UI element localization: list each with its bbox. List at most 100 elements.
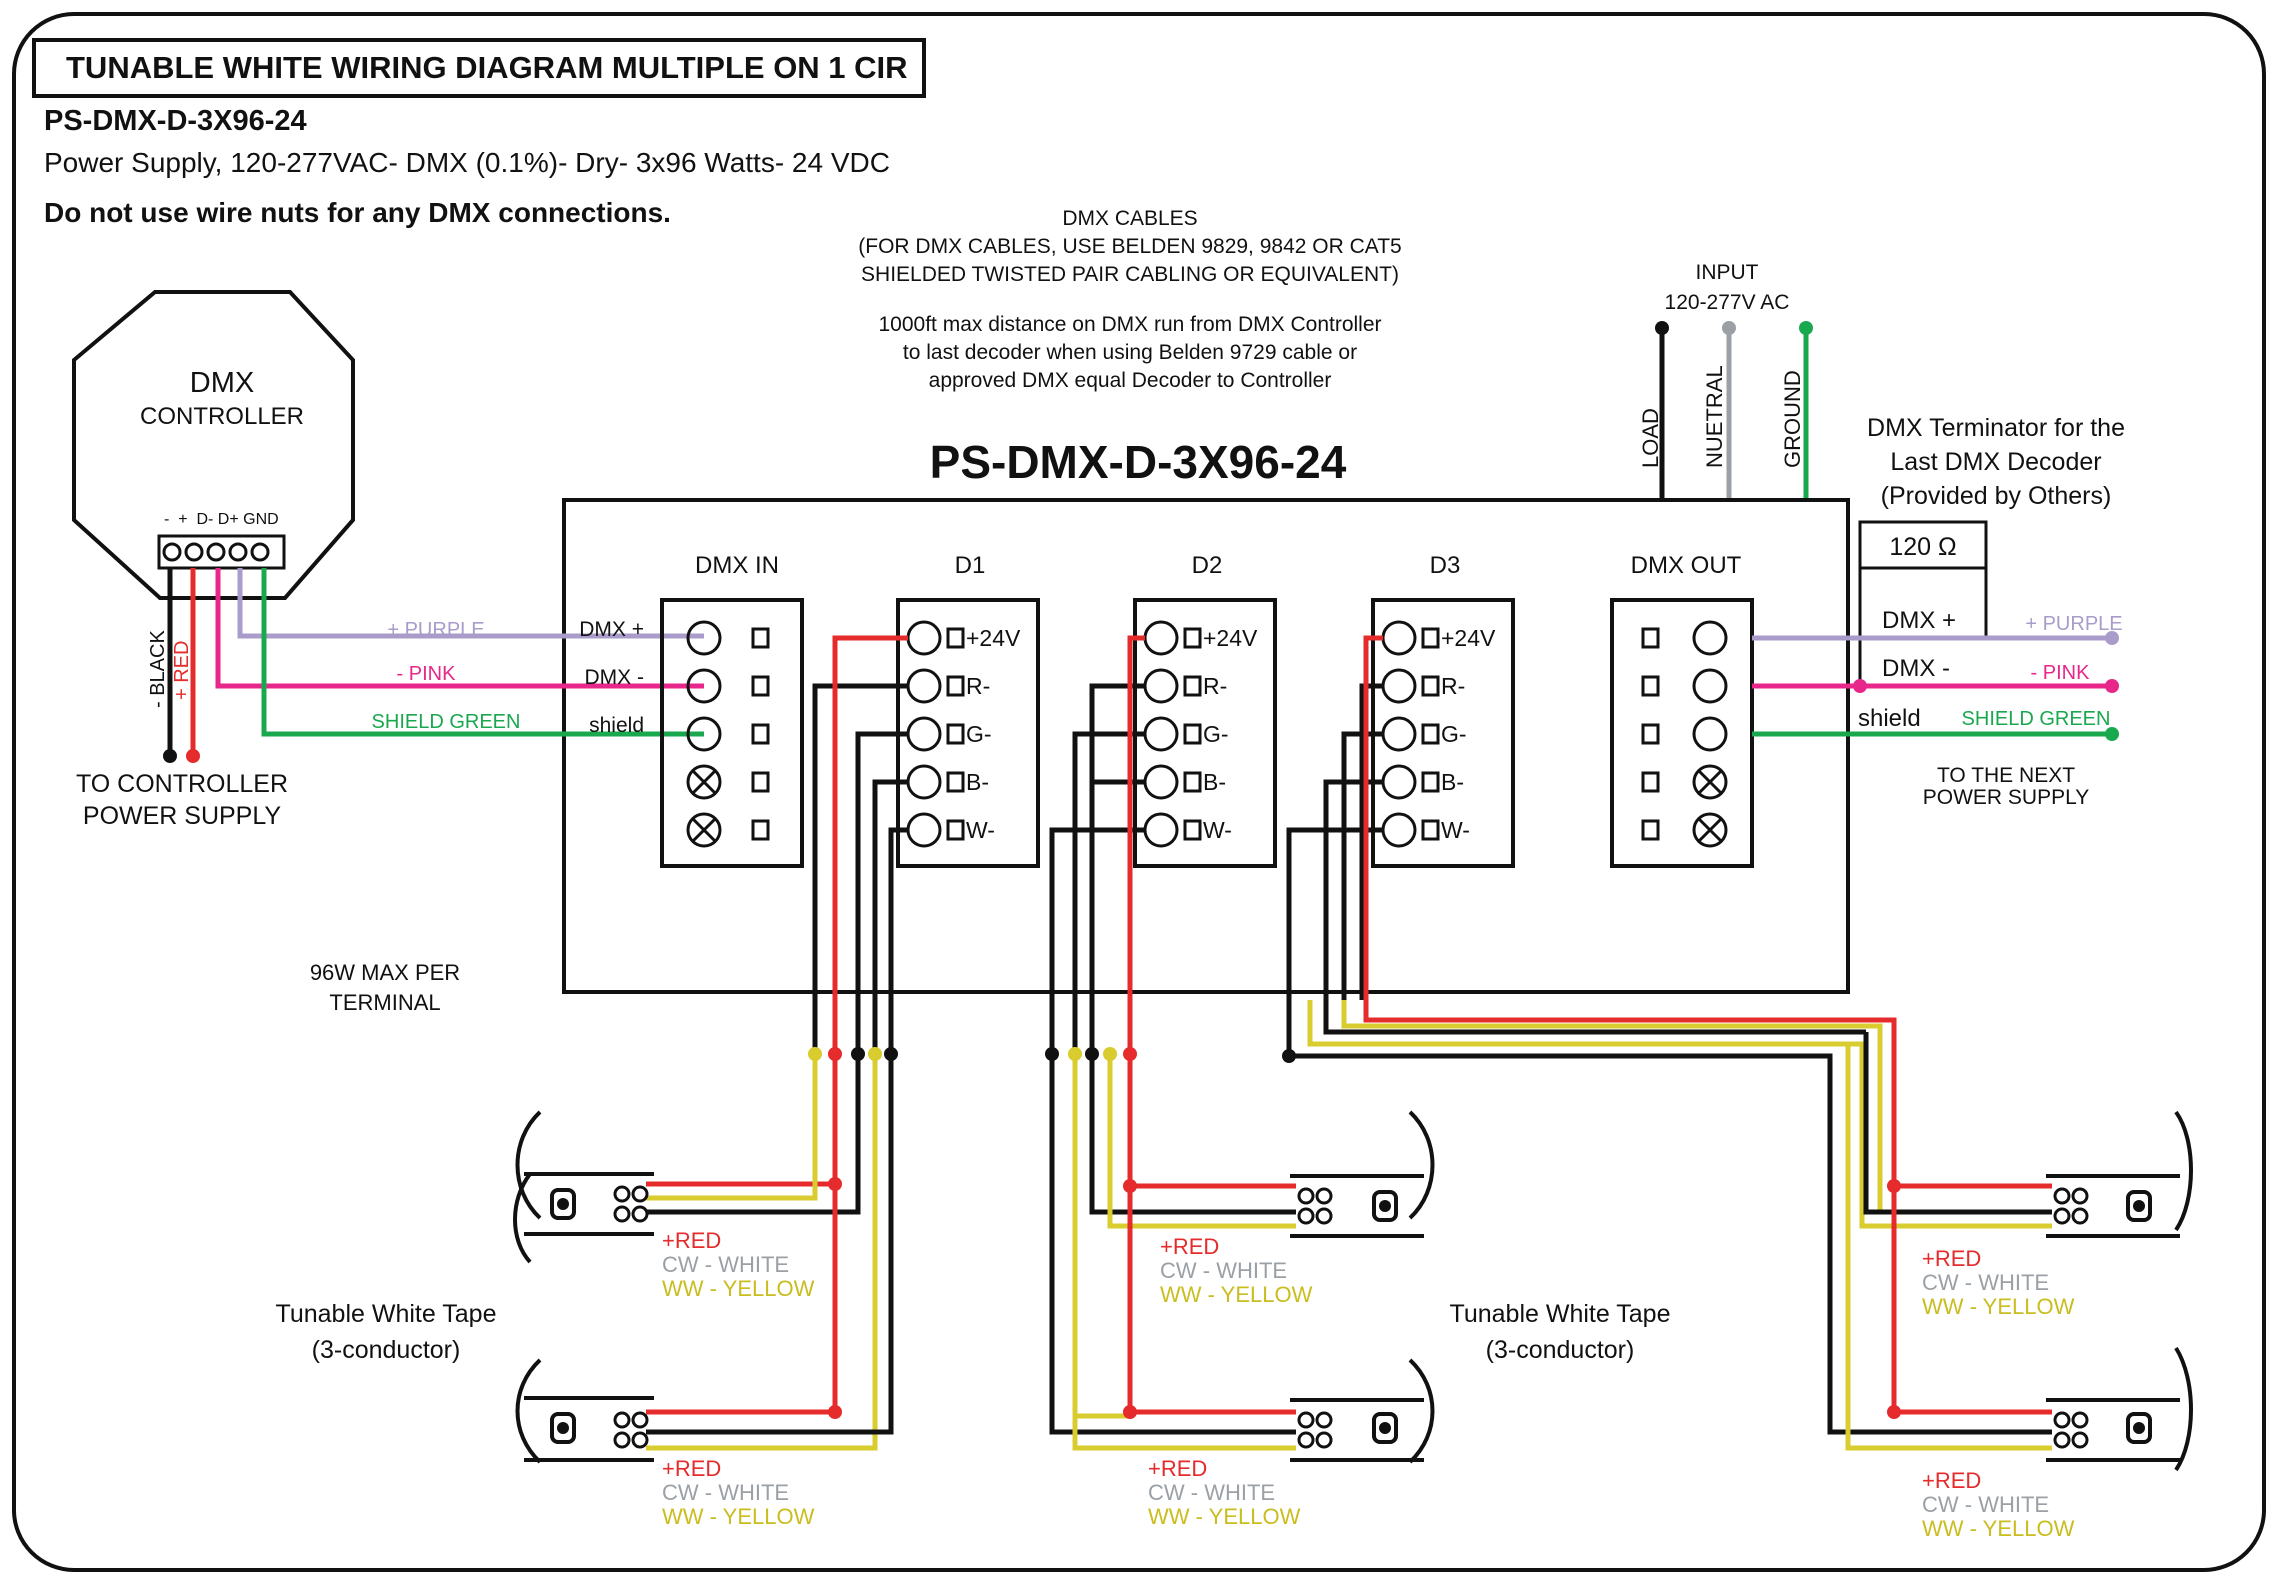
controller-power-line1: TO CONTROLLER [76, 770, 288, 798]
green-wire-label-in: SHIELD GREEN [372, 711, 521, 733]
controller-terminal [184, 542, 204, 562]
load-label: LOAD [1638, 408, 1663, 468]
tape-ww-label: WW - YELLOW [662, 1504, 815, 1529]
controller-power-line2: POWER SUPPLY [83, 802, 282, 830]
terminator-line1: DMX Terminator for the [1867, 414, 2125, 442]
d2-pin-24v: +24V [1203, 625, 1258, 651]
tape-cw-label: CW - WHITE [1148, 1480, 1275, 1505]
green-wire-in [261, 568, 704, 737]
controller-black-wire-end [163, 749, 177, 763]
title: TUNABLE WHITE WIRING DIAGRAM MULTIPLE ON… [66, 50, 908, 85]
terminator-line3: (Provided by Others) [1881, 482, 2112, 510]
tape-strip [513, 1110, 654, 1264]
dmx-cables-line3: SHIELDED TWISTED PAIR CABLING OR EQUIVAL… [861, 263, 1399, 286]
green-wire-label-out: SHIELD GREEN [1962, 708, 2111, 730]
tape-cw-label: CW - WHITE [662, 1252, 789, 1277]
warning: Do not use wire nuts for any DMX connect… [44, 197, 671, 228]
dmx-cables-line6: approved DMX equal Decoder to Controller [929, 369, 1332, 392]
terminator-line2: Last DMX Decoder [1890, 448, 2101, 476]
dmx-cables-note: DMX CABLES (FOR DMX CABLES, USE BELDEN 9… [858, 207, 1401, 392]
tape-strip [2046, 1346, 2193, 1472]
d3-junctions [1282, 1049, 1901, 1419]
terminator-resistor [1858, 520, 1988, 570]
dmx-controller [72, 290, 355, 600]
controller-line2: CONTROLLER [140, 403, 304, 430]
tape-ww-label: WW - YELLOW [1148, 1504, 1301, 1529]
controller-line1: DMX [190, 367, 254, 399]
load-wire-end [1655, 321, 1669, 335]
dmx-out-label: DMX OUT [1631, 552, 1742, 579]
d1-wiring [646, 635, 908, 1451]
tape-strip [1290, 1110, 1435, 1238]
tape-legend-5: +RED CW - WHITE WW - YELLOW [1922, 1246, 2075, 1319]
tape-caption-left-line2: (3-conductor) [312, 1336, 461, 1364]
purple-wire-label-out: + PURPLE [2025, 613, 2122, 635]
power-supply-box [562, 498, 1850, 994]
next-power-line1: TO THE NEXT [1937, 764, 2075, 787]
tape-cw-label: CW - WHITE [662, 1480, 789, 1505]
tape-cw-label: CW - WHITE [1160, 1258, 1287, 1283]
pink-wire-label-in: - PINK [397, 663, 457, 685]
tape-red-label: +RED [1148, 1456, 1207, 1481]
controller-terminal [162, 542, 182, 562]
tape-red-label: +RED [662, 1456, 721, 1481]
ground-wire-end [1799, 321, 1813, 335]
green-wire-out-end [2105, 727, 2119, 741]
controller-pins: - + D- D+ GND [164, 511, 279, 528]
d1-pin-w: W- [966, 817, 995, 843]
dmx-cables-line5: to last decoder when using Belden 9729 c… [903, 341, 1357, 364]
tape-red-label: +RED [662, 1228, 721, 1253]
dmx-in-pin2-label: DMX - [585, 666, 645, 689]
d1-pin-24v: +24V [966, 625, 1021, 651]
tape-strip [2046, 1110, 2193, 1238]
controller-terminal [206, 542, 226, 562]
controller-terminals [162, 542, 270, 562]
d3-label: D3 [1430, 552, 1461, 579]
tape-legend-2: +RED CW - WHITE WW - YELLOW [662, 1456, 815, 1529]
purple-wire-label-in: + PURPLE [387, 619, 484, 641]
tape-caption-left-line1: Tunable White Tape [276, 1300, 497, 1328]
max-note-line2: TERMINAL [329, 990, 440, 1015]
d3-pin-24v: +24V [1441, 625, 1496, 651]
next-power-line2: POWER SUPPLY [1923, 786, 2089, 809]
red-wire-label: + RED [171, 641, 193, 700]
tape-strip [515, 1358, 654, 1464]
dmx-cables-line2: (FOR DMX CABLES, USE BELDEN 9829, 9842 O… [858, 235, 1401, 258]
tape-legend-1: +RED CW - WHITE WW - YELLOW [662, 1228, 815, 1301]
d1-junctions [808, 1047, 898, 1419]
tape-ww-label: WW - YELLOW [1922, 1294, 2075, 1319]
pink-wire-out-end [2105, 679, 2119, 693]
d2-label: D2 [1192, 552, 1223, 579]
d3-pin-g: G- [1441, 721, 1467, 747]
d3-pin-r: R- [1441, 673, 1465, 699]
tape-ww-label: WW - YELLOW [1160, 1282, 1313, 1307]
dmx-out-pin3-label: shield [1858, 705, 1921, 732]
pink-wire-label-out: - PINK [2031, 662, 2091, 684]
input-voltage: 120-277V AC [1665, 291, 1790, 314]
tape-cw-label: CW - WHITE [1922, 1492, 2049, 1517]
neutral-label: NUETRAL [1702, 365, 1727, 468]
controller-red-wire-end [186, 749, 200, 763]
dmx-cables-line4: 1000ft max distance on DMX run from DMX … [878, 313, 1381, 336]
d2-pin-b: B- [1203, 769, 1226, 795]
controller-terminal-block [157, 534, 286, 570]
dmx-in-pin1-label: DMX + [579, 618, 644, 641]
description: Power Supply, 120-277VAC- DMX (0.1%)- Dr… [44, 147, 890, 178]
page-border [12, 12, 2266, 1572]
tape-cw-label: CW - WHITE [1922, 1270, 2049, 1295]
d2-pin-w: W- [1203, 817, 1232, 843]
d3-wiring [1286, 635, 2052, 1451]
d1-pin-r: R- [966, 673, 990, 699]
tape-strip [1290, 1358, 1435, 1464]
tape-legend-3: +RED CW - WHITE WW - YELLOW [1160, 1234, 1313, 1307]
d3-pin-w: W- [1441, 817, 1470, 843]
tape-caption-center-line2: (3-conductor) [1486, 1336, 1635, 1364]
d3-pin-b: B- [1441, 769, 1464, 795]
tape-red-label: +RED [1160, 1234, 1219, 1259]
controller-terminal [250, 542, 270, 562]
output-block-d3: D3 +24V R- G- B- W- [1371, 552, 1515, 868]
model: PS-DMX-D-3X96-24 [44, 105, 307, 137]
tape-ww-label: WW - YELLOW [662, 1276, 815, 1301]
d2-junctions [1045, 1047, 1137, 1419]
